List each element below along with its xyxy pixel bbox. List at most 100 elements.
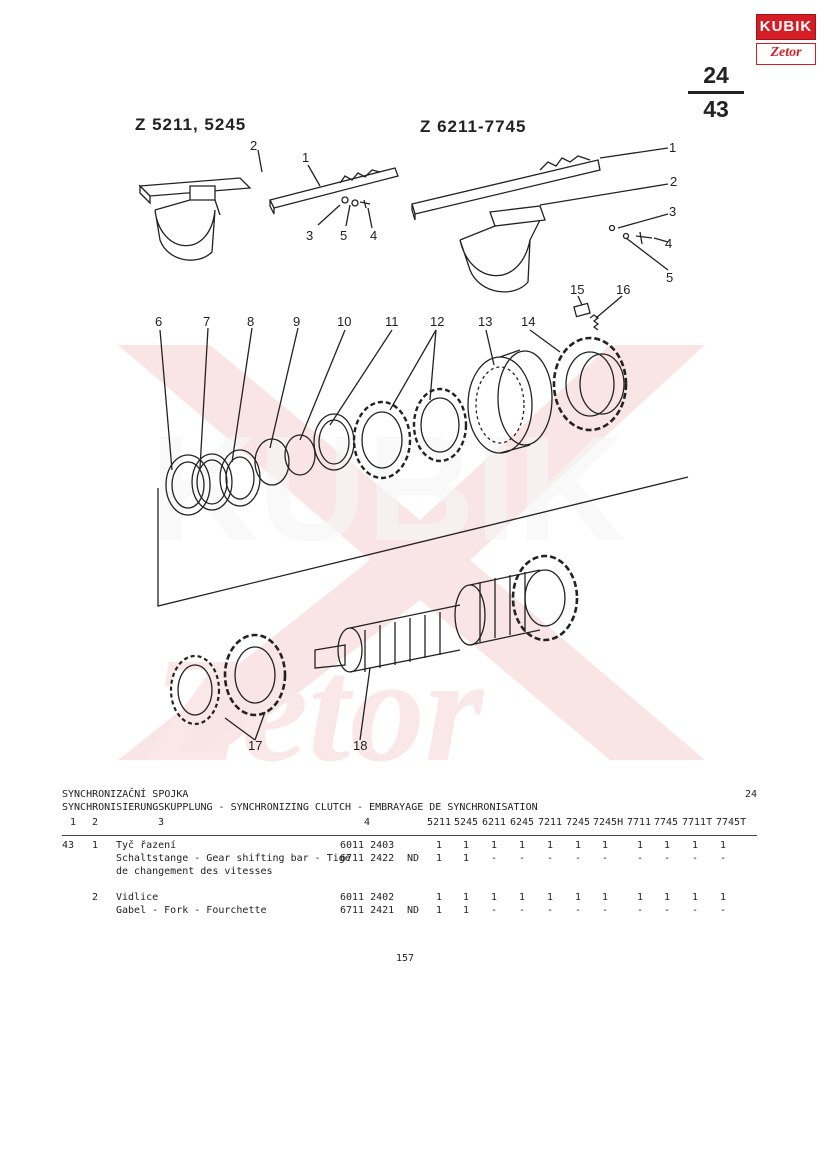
row-part-number: 6711 2422 xyxy=(340,853,395,864)
row-quantity: 1 xyxy=(664,892,671,903)
row-quantity: 1 xyxy=(463,892,470,903)
table-title-cz: SYNCHRONIZAČNÍ SPOJKA 24 xyxy=(62,788,762,801)
callout-2-right: 2 xyxy=(670,174,677,189)
row-quantity: 1 xyxy=(575,840,582,851)
svg-text:Zetor: Zetor xyxy=(149,627,485,780)
row-quantity: 1 xyxy=(720,892,727,903)
callout-16: 16 xyxy=(616,282,630,297)
shift-fork-right xyxy=(459,205,546,293)
callout-4-left: 4 xyxy=(370,228,377,243)
row-description: Vidlice xyxy=(116,892,159,903)
row-quantity: 1 xyxy=(664,840,671,851)
model-col-header: 6211 xyxy=(482,817,507,828)
row-quantity: - xyxy=(519,905,526,916)
shift-bar-right xyxy=(411,155,601,221)
model-col-header: 7245 xyxy=(566,817,591,828)
row-quantity: 1 xyxy=(436,905,443,916)
row-quantity: 1 xyxy=(436,892,443,903)
row-quantity: 1 xyxy=(463,840,470,851)
callout-7: 7 xyxy=(203,314,210,329)
col-header-2: 2 xyxy=(92,817,99,828)
callout-15: 15 xyxy=(570,282,584,297)
logo-kubik-text: KUBIK xyxy=(756,14,816,40)
row-quantity: 1 xyxy=(547,840,554,851)
callout-13: 13 xyxy=(478,314,492,329)
shift-bar-left xyxy=(269,167,399,215)
row-quantity: - xyxy=(575,905,582,916)
row-quantity: - xyxy=(720,853,727,864)
row-item-number: 2 xyxy=(92,892,99,903)
row-quantity: - xyxy=(692,853,699,864)
callout-6: 6 xyxy=(155,314,162,329)
row-quantity: - xyxy=(664,905,671,916)
row-quantity: 1 xyxy=(720,840,727,851)
row-quantity: 1 xyxy=(491,840,498,851)
table-group-number: 24 xyxy=(745,789,758,800)
row-part-number: 6011 2403 xyxy=(340,840,395,851)
callout-3-left: 3 xyxy=(306,228,313,243)
callout-1-left: 1 xyxy=(302,150,309,165)
row-quantity: 1 xyxy=(602,892,609,903)
row-description: de changement des vitesses xyxy=(116,866,273,877)
col-header-1: 1 xyxy=(70,817,77,828)
model-col-header: 6245 xyxy=(510,817,535,828)
row-quantity: 1 xyxy=(519,892,526,903)
callout-18: 18 xyxy=(353,738,367,753)
model-col-header: 7745 xyxy=(654,817,679,828)
synchro-hub-14 xyxy=(552,336,628,432)
shaft-18 xyxy=(314,554,579,673)
callout-10: 10 xyxy=(337,314,351,329)
row-part-number: 6711 2421 xyxy=(340,905,395,916)
assembly-frame xyxy=(157,476,689,607)
row-quantity: 1 xyxy=(436,840,443,851)
callout-3-right: 3 xyxy=(669,204,676,219)
table-row: de changement des vitesses xyxy=(62,865,762,878)
model-heading-right: Z 6211-7745 xyxy=(420,117,527,136)
toothed-ring-12 xyxy=(412,387,468,463)
row-note: ND xyxy=(407,905,420,916)
callout-9: 9 xyxy=(293,314,300,329)
model-heading-left: Z 5211, 5245 xyxy=(135,115,247,134)
group-number: 24 xyxy=(703,62,729,88)
row-quantity: 1 xyxy=(637,840,644,851)
table-divider xyxy=(62,835,757,836)
page-number-code: 43 xyxy=(703,96,729,122)
table-column-headers: 1 2 3 4 5211 5245 6211 6245 7211 7245 72… xyxy=(62,816,762,830)
row-quantity: - xyxy=(720,905,727,916)
model-col-header: 7745T xyxy=(716,817,747,828)
logo-zetor-text: Zetor xyxy=(756,43,816,65)
model-col-header: 7711T xyxy=(682,817,713,828)
page-code-divider xyxy=(688,91,744,94)
ring-set xyxy=(165,413,355,516)
exploded-parts-diagram: KUBIK Zetor xyxy=(118,138,705,780)
row-quantity: - xyxy=(602,905,609,916)
callout-5-left: 5 xyxy=(340,228,347,243)
row-quantity: 1 xyxy=(692,840,699,851)
callout-12: 12 xyxy=(430,314,444,329)
callout-1-right: 1 xyxy=(669,140,676,155)
row-description: Tyč řazení xyxy=(116,840,177,851)
row-quantity: - xyxy=(637,905,644,916)
callout-17: 17 xyxy=(248,738,262,753)
row-quantity: 1 xyxy=(547,892,554,903)
model-col-header: 7211 xyxy=(538,817,563,828)
row-quantity: - xyxy=(491,905,498,916)
row-quantity: 1 xyxy=(436,853,443,864)
synchro-sleeve-13 xyxy=(467,349,553,454)
callout-14: 14 xyxy=(521,314,535,329)
table-title-multilang: SYNCHRONISIERUNGSKUPPLUNG - SYNCHRONIZIN… xyxy=(62,802,538,813)
row-quantity: 1 xyxy=(575,892,582,903)
callout-8: 8 xyxy=(247,314,254,329)
row-description: Schaltstange - Gear shifting bar - Tige xyxy=(116,853,351,864)
row-quantity: 1 xyxy=(692,892,699,903)
row-description: Gabel - Fork - Fourchette xyxy=(116,905,267,916)
row-position: 43 xyxy=(62,840,75,851)
row-quantity: 1 xyxy=(519,840,526,851)
model-col-header: 5211 xyxy=(427,817,452,828)
row-item-number: 1 xyxy=(92,840,99,851)
row-quantity: - xyxy=(664,853,671,864)
